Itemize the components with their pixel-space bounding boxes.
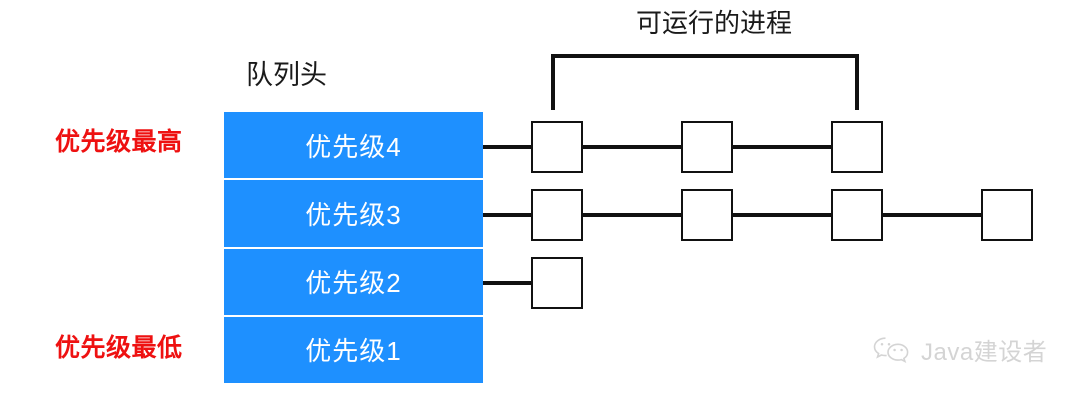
queue-row-label: 优先级3	[305, 199, 402, 230]
process-chain-priority-2	[483, 256, 583, 310]
watermark-text: Java建设者	[921, 338, 1048, 366]
chain-connector	[483, 213, 531, 217]
queue-row-priority-1: 优先级1	[224, 316, 483, 383]
queue-row-label: 优先级2	[305, 268, 402, 299]
process-box	[531, 257, 583, 309]
queue-row-priority-3: 优先级3	[224, 180, 483, 249]
process-box	[831, 121, 883, 173]
runnable-processes-bracket	[551, 54, 859, 110]
chain-connector	[883, 213, 981, 217]
chain-connector	[483, 145, 531, 149]
queue-row-label: 优先级4	[305, 131, 402, 162]
queue-row-priority-2: 优先级2	[224, 248, 483, 317]
chain-connector	[583, 213, 681, 217]
chain-connector	[483, 281, 531, 285]
process-box	[531, 121, 583, 173]
priority-queue-column: 优先级4 优先级3 优先级2 优先级1	[224, 112, 483, 383]
process-chain-priority-4	[483, 120, 883, 174]
process-box	[681, 189, 733, 241]
process-box	[681, 121, 733, 173]
process-box	[981, 189, 1033, 241]
process-box	[831, 189, 883, 241]
wechat-icon	[872, 336, 912, 369]
queue-row-label: 优先级1	[305, 336, 402, 367]
process-chain-priority-3	[483, 188, 1033, 242]
watermark: Java建设者	[872, 336, 1047, 369]
queue-head-label: 队列头	[246, 60, 327, 90]
priority-lowest-caption: 优先级最低	[55, 334, 183, 362]
chain-connector	[733, 145, 831, 149]
runnable-processes-caption: 可运行的进程	[636, 8, 793, 38]
chain-connector	[733, 213, 831, 217]
queue-row-priority-4: 优先级4	[224, 112, 483, 181]
process-box	[531, 189, 583, 241]
chain-connector	[583, 145, 681, 149]
priority-highest-caption: 优先级最高	[55, 128, 183, 156]
